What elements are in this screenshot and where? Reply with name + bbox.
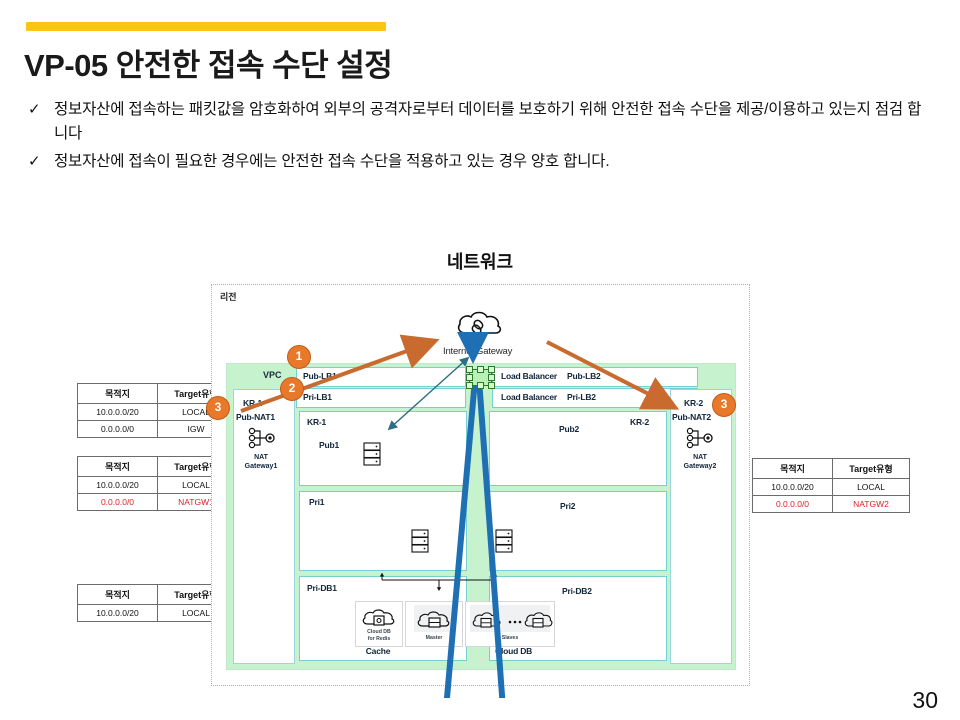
- cell-target: NATGW2: [832, 495, 910, 513]
- server-icon-pub1: [363, 442, 381, 466]
- table-row: 0.0.0.0/0 NATGW2: [752, 495, 910, 513]
- table-header-dest: 목적지: [77, 584, 158, 605]
- nat-right-subnet: Pub-NAT2: [672, 412, 711, 422]
- cell-target: LOCAL: [832, 478, 910, 496]
- nat-gateway-2-icon: [686, 427, 714, 449]
- network-diagram: 네트워크 목적지 Target유형 10.0.0.0/20 LOCAL 0.0.…: [0, 248, 960, 698]
- cache-node-line2: for Redis: [367, 636, 391, 642]
- badge-1[interactable]: 1: [287, 345, 311, 369]
- pri-lb2-label: Pri-LB2: [567, 392, 596, 402]
- master-node-card: Master: [405, 601, 463, 647]
- cell-dest: 10.0.0.0/20: [77, 604, 158, 622]
- load-balancer-icon[interactable]: [466, 366, 495, 389]
- cell-dest: 10.0.0.0/20: [77, 476, 158, 494]
- pub-lb1-label: Pub-LB1: [303, 371, 337, 381]
- vpc-boundary: VPC Pub-LB1 Load Balancer Pub-LB2 Pri-LB…: [226, 363, 736, 670]
- pri-db1-label: Pri-DB1: [307, 583, 337, 593]
- load-balancer-2-label: Load Balancer: [501, 392, 557, 402]
- bullet-text: 정보자산에 접속이 필요한 경우에는 안전한 접속 수단을 적용하고 있는 경우…: [54, 153, 610, 170]
- pub2-subnet: [489, 411, 667, 486]
- bullet-list: ✓ 정보자산에 접속하는 패킷값을 암호화하여 외부의 공격자로부터 데이터를 …: [24, 98, 934, 178]
- bullet-item: ✓ 정보자산에 접속하는 패킷값을 암호화하여 외부의 공격자로부터 데이터를 …: [24, 98, 934, 146]
- cell-dest: 0.0.0.0/0: [752, 495, 833, 513]
- check-icon: ✓: [28, 101, 41, 118]
- pri1-label: Pri1: [309, 497, 325, 507]
- table-header-dest: 목적지: [77, 383, 158, 404]
- internet-gateway-label: Internet Gateway: [443, 346, 513, 357]
- badge-2[interactable]: 2: [280, 377, 304, 401]
- table-row: 10.0.0.0/20 LOCAL: [752, 478, 910, 496]
- cache-node-line1: Cloud DB: [367, 629, 391, 635]
- diagram-title: 네트워크: [446, 252, 514, 272]
- load-balancer-1-label: Load Balancer: [501, 371, 557, 381]
- server-icon-pri1: [411, 529, 429, 553]
- pri2-label: Pri2: [560, 501, 576, 511]
- internet-cloud-icon: [454, 307, 506, 339]
- server-icon-pri2: [495, 529, 513, 553]
- table-header-dest: 목적지: [77, 456, 158, 477]
- nat-gateway-1-label: NAT Gateway1: [244, 454, 278, 470]
- cache-node-card: Cloud DB for Redis: [355, 601, 403, 647]
- region-label: 리전: [220, 292, 237, 302]
- bullet-item: ✓ 정보자산에 접속이 필요한 경우에는 안전한 접속 수단을 적용하고 있는 …: [24, 150, 934, 174]
- nat-gateway-2-label: NAT Gateway2: [683, 454, 717, 470]
- pub2-label: Pub2: [559, 424, 579, 434]
- table-header-dest: 목적지: [752, 458, 833, 479]
- accent-bar: [26, 22, 386, 31]
- pub-lb2-label: Pub-LB2: [567, 371, 601, 381]
- cell-dest: 10.0.0.0/20: [77, 403, 158, 421]
- cell-dest: 0.0.0.0/0: [77, 420, 158, 438]
- cloud-db-group-label: Cloud DB: [495, 646, 533, 656]
- route-table-natgw2: 목적지 Target유형 10.0.0.0/20 LOCAL 0.0.0.0/0…: [752, 458, 910, 513]
- nat-left-subnet: Pub-NAT1: [236, 412, 275, 422]
- region-boundary: 리전 Internet Gateway VPC Pub-LB1 Load Bal…: [211, 284, 750, 686]
- nat-right-zone: KR-2: [684, 398, 704, 408]
- slaves-node-card: Slaves: [465, 601, 555, 647]
- pri2-subnet: [489, 491, 667, 571]
- table-header-target: Target유형: [832, 458, 910, 479]
- pub1-zone: KR-1: [307, 417, 327, 427]
- pub2-zone: KR-2: [630, 417, 650, 427]
- check-icon: ✓: [28, 153, 41, 170]
- badge-3-left[interactable]: 3: [206, 396, 230, 420]
- nat-left-az: [233, 389, 295, 664]
- master-label: Master: [425, 635, 443, 641]
- nat-gateway-1-icon: [248, 427, 276, 449]
- slaves-label: Slaves: [501, 635, 519, 641]
- pri1-subnet: [299, 491, 467, 571]
- pub1-label: Pub1: [319, 440, 339, 450]
- badge-3-right[interactable]: 3: [712, 393, 736, 417]
- nat-right-az: [670, 389, 732, 664]
- pri-lb1-label: Pri-LB1: [303, 392, 332, 402]
- cell-dest: 0.0.0.0/0: [77, 493, 158, 511]
- bullet-text: 정보자산에 접속하는 패킷값을 암호화하여 외부의 공격자로부터 데이터를 보호…: [54, 101, 922, 142]
- cache-group-label: Cache: [365, 646, 391, 656]
- cell-dest: 10.0.0.0/20: [752, 478, 833, 496]
- db-replication-connector: [379, 573, 498, 591]
- nat-left-zone: KR-1: [243, 398, 263, 408]
- vpc-label: VPC: [263, 370, 282, 380]
- page-title: VP-05 안전한 접속 수단 설정: [24, 48, 393, 83]
- pri-db2-label: Pri-DB2: [562, 586, 592, 596]
- page-number: 30: [912, 687, 938, 713]
